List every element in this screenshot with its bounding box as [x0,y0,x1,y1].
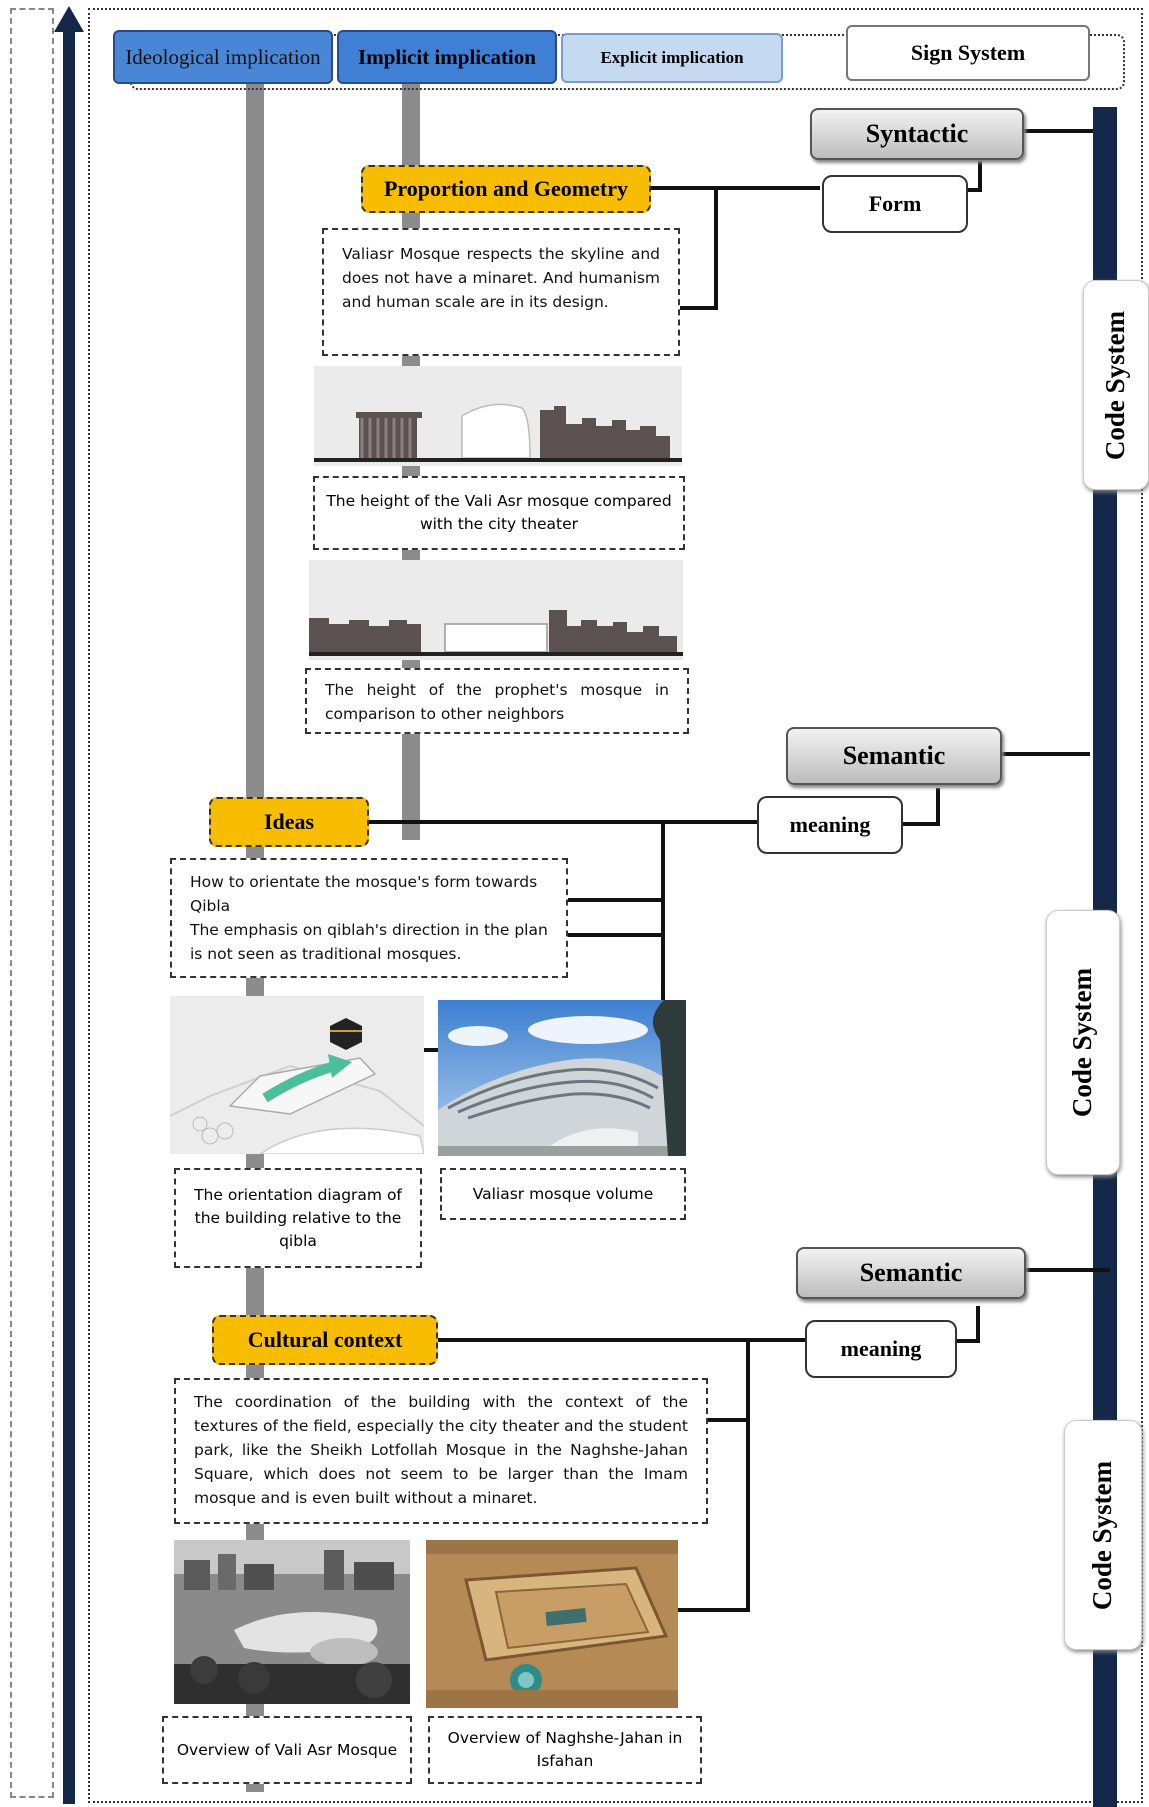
left-dashed-frame [10,8,54,1798]
syntactic-label: Syntactic [810,108,1024,160]
syntactic-level-box: Syntactic [810,108,1024,160]
semantic-label-2: Semantic [796,1247,1026,1299]
vali-asr-overview-photo [174,1540,410,1704]
semantic-label-1: Semantic [786,727,1002,785]
caption-prophets-mosque: The height of the prophet's mosque in co… [305,668,689,734]
ideas-description-line-2: The emphasis on qiblah's direction in th… [190,921,548,963]
meaning-box-1: meaning [757,796,903,854]
qibla-orientation-diagram [170,996,424,1154]
valiasr-mosque-volume-image [438,1000,686,1156]
proportion-description: Valiasr Mosque respects the skyline and … [322,228,680,356]
header-sign-system: Sign System [846,25,1090,81]
header-explicit-implication: Explicit implication [561,33,783,83]
caption-orientation-diagram: The orientation diagram of the building … [174,1168,422,1268]
header-implicit-implication: Implicit implication [337,30,557,84]
form-box: Form [822,175,968,233]
caption-naghshe-jahan-overview: Overview of Naghshe-Jahan in Isfahan [428,1716,702,1784]
upward-arrow-icon [54,6,84,1804]
header-ideological-implication: Ideological implication [113,30,333,84]
caption-mosque-volume: Valiasr mosque volume [440,1168,686,1220]
main-dotted-frame [88,8,1143,1803]
category-cultural-context: Cultural context [212,1315,438,1365]
caption-vali-asr-vs-theater: The height of the Vali Asr mosque compar… [313,476,685,550]
ideas-description-line-1: How to orientate the mosque's form towar… [190,873,538,915]
ideas-description: How to orientate the mosque's form towar… [170,858,568,978]
skyline-image-prophets-mosque [309,560,683,660]
code-system-label-3: Code System [1064,1420,1142,1650]
caption-vali-asr-overview: Overview of Vali Asr Mosque [162,1716,412,1784]
category-ideas: Ideas [209,797,369,847]
category-proportion-geometry: Proportion and Geometry [361,165,651,213]
cultural-description: The coordination of the building with th… [174,1378,708,1524]
naghshe-jahan-overview-photo [426,1540,678,1708]
code-system-label-2: Code System [1046,910,1120,1175]
skyline-image-vali-asr-vs-theater [314,366,682,466]
meaning-box-2: meaning [805,1320,957,1378]
